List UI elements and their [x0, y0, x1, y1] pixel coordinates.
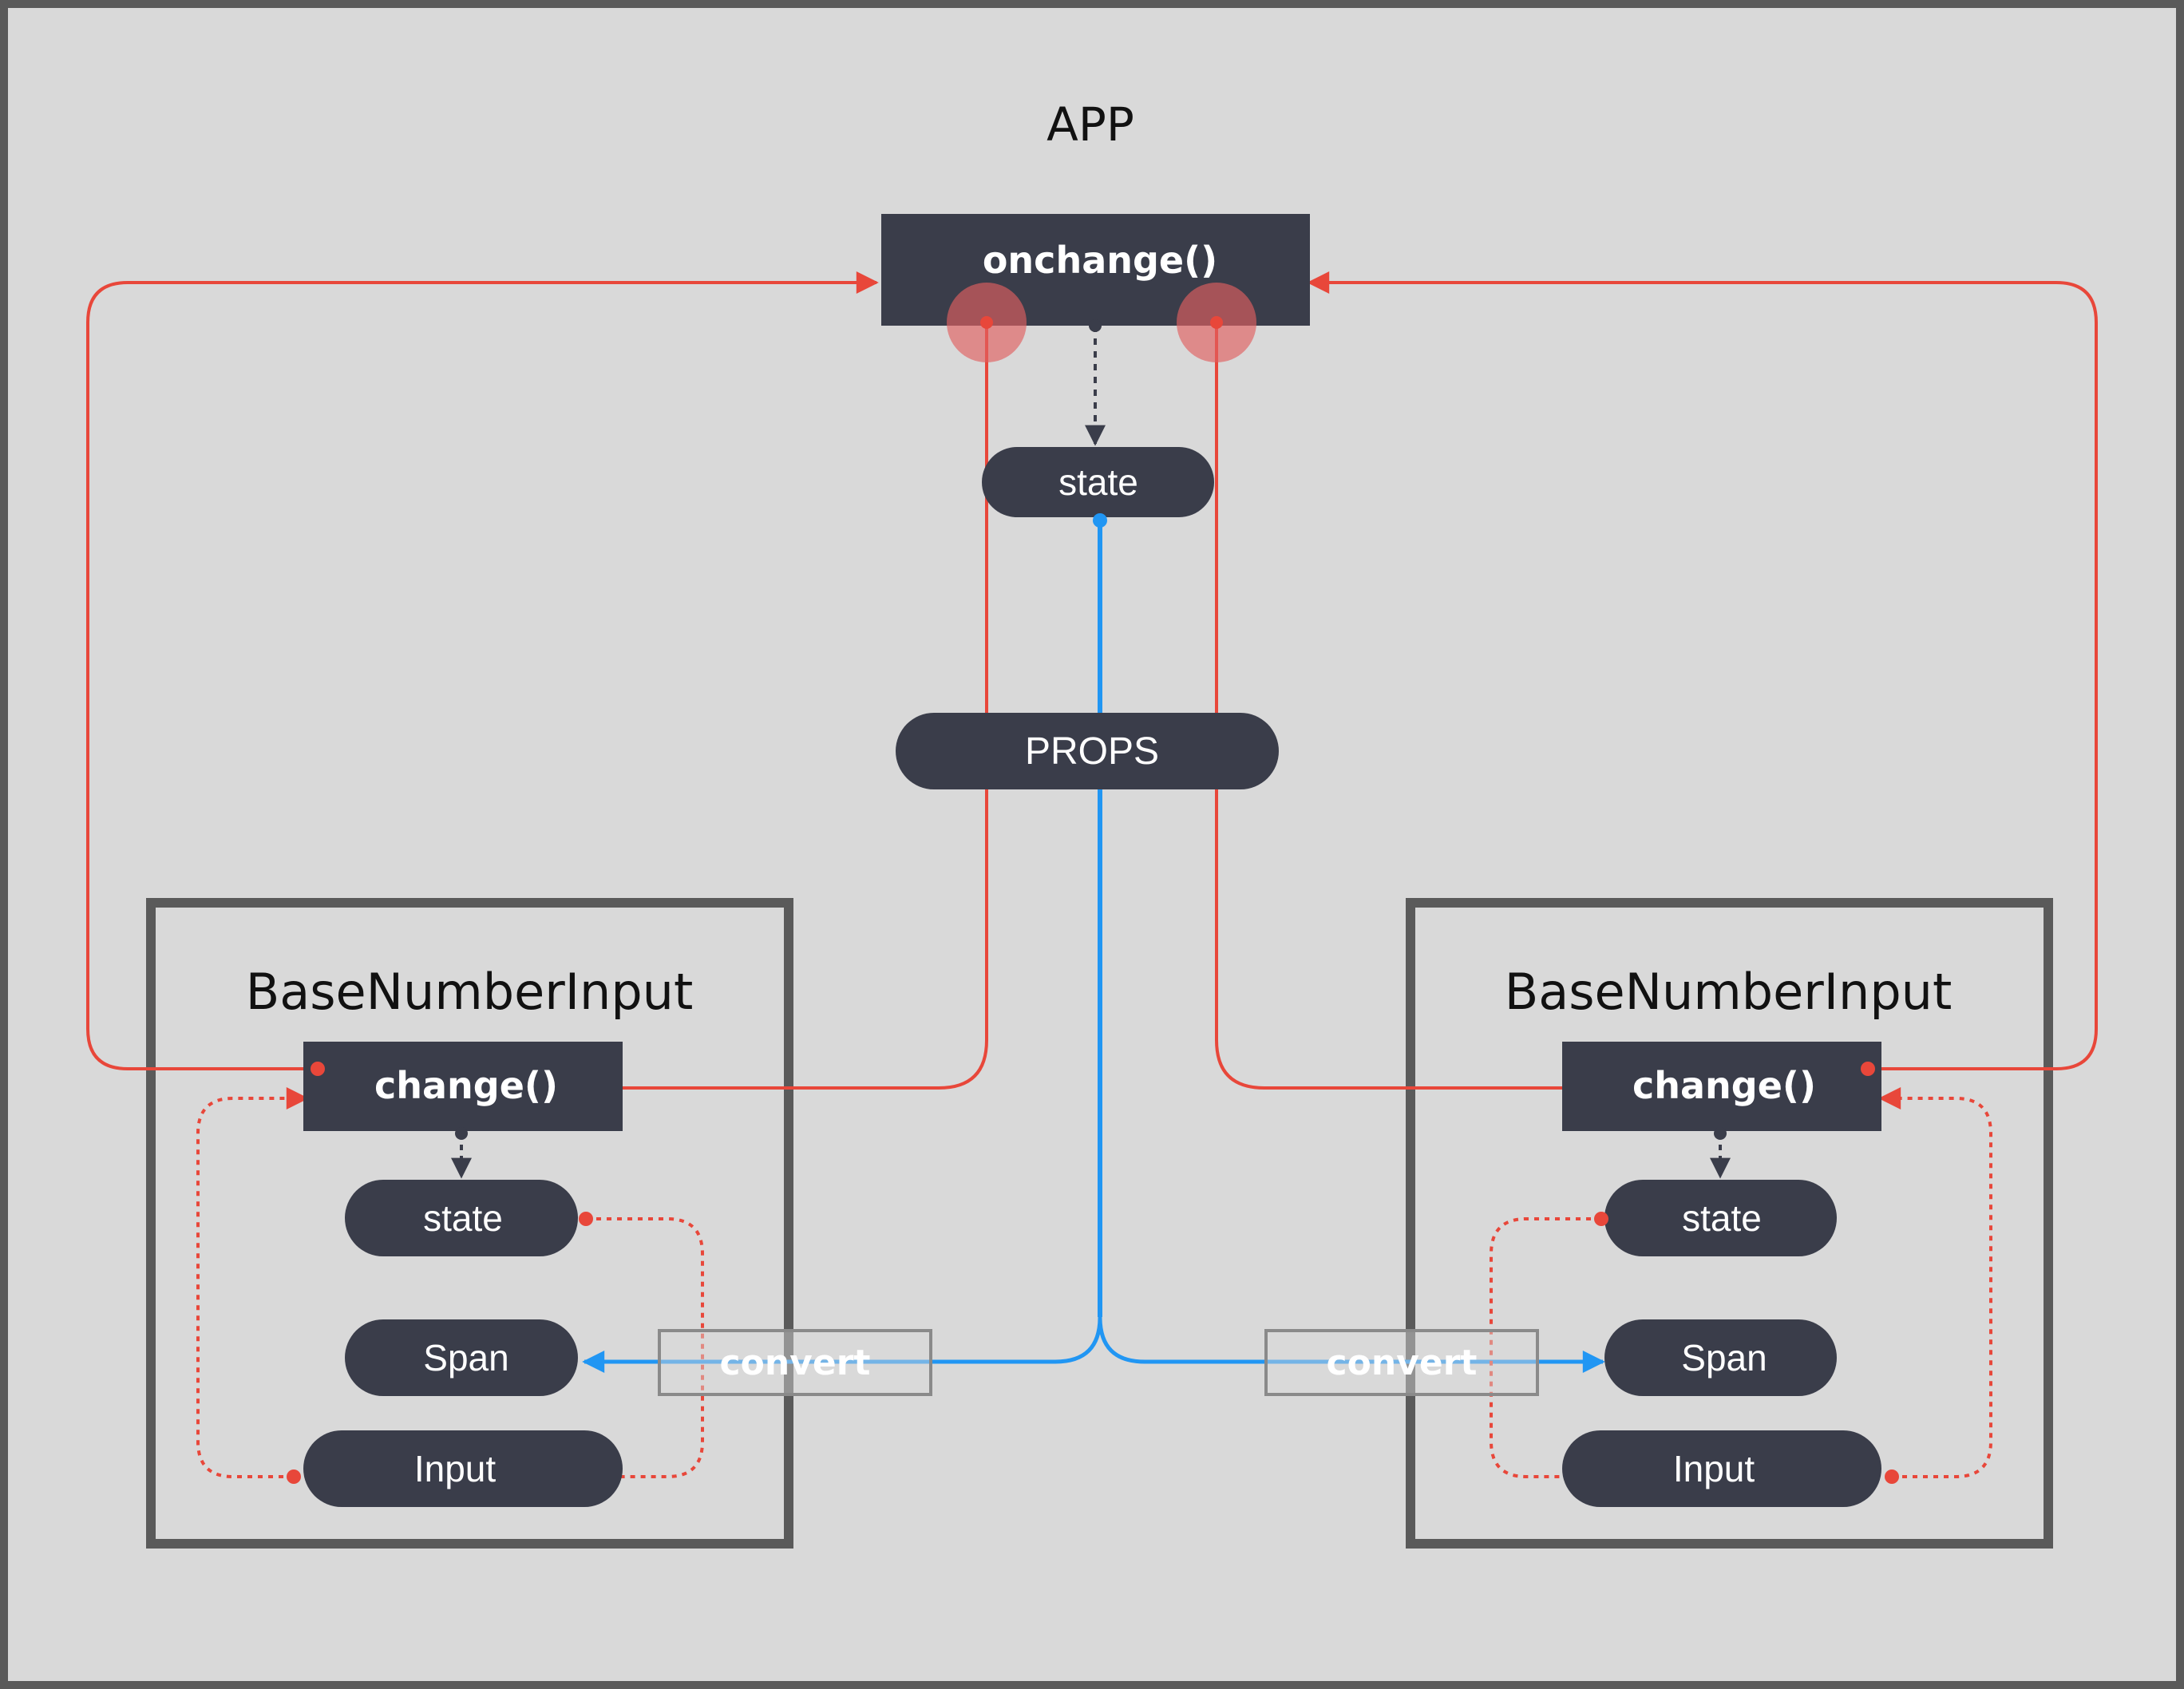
right-emit-dot	[1210, 316, 1223, 329]
left-state-label: state	[423, 1197, 503, 1239]
right-convert-box[interactable]	[1264, 1329, 1539, 1396]
left-state-input-loop	[569, 1217, 704, 1488]
left-component-title: BaseNumberInput	[246, 963, 694, 1021]
left-span-label: Span	[423, 1337, 508, 1378]
right-input-label: Input	[1673, 1448, 1755, 1489]
left-change-node[interactable]	[303, 1042, 623, 1131]
left-change-emit-dot	[311, 1062, 325, 1076]
left-change-label: change()	[374, 1064, 558, 1107]
right-change-emit-dot	[1861, 1062, 1875, 1076]
app-onchange-state-dot	[1089, 319, 1102, 332]
left-convert-label: convert	[720, 1343, 871, 1383]
right-component-title: BaseNumberInput	[1505, 963, 1953, 1021]
left-prop-callback-line	[548, 322, 988, 1099]
right-span-label: Span	[1681, 1337, 1767, 1378]
left-emit-dot	[980, 316, 993, 329]
left-component-frame	[146, 898, 793, 1549]
left-span-node[interactable]	[345, 1319, 578, 1396]
right-change-node[interactable]	[1562, 1042, 1881, 1131]
left-input-node[interactable]	[303, 1430, 623, 1507]
right-state-node[interactable]	[1604, 1180, 1837, 1256]
app-state-node[interactable]	[982, 447, 1214, 517]
props-node[interactable]	[896, 713, 1279, 789]
left-input-dot	[287, 1469, 301, 1484]
right-span-node[interactable]	[1604, 1319, 1837, 1396]
right-prop-callback-line	[1215, 322, 1639, 1099]
app-state-label: state	[1058, 461, 1138, 503]
left-input-change-loop	[196, 1087, 309, 1478]
right-emit-line	[1307, 271, 2098, 1070]
left-state-node[interactable]	[345, 1180, 578, 1256]
right-change-label: change()	[1632, 1064, 1816, 1107]
right-component-frame	[1406, 898, 2053, 1549]
right-state-label: state	[1682, 1197, 1762, 1239]
left-emit-line	[86, 271, 879, 1070]
left-convert-box[interactable]	[658, 1329, 932, 1396]
left-input-label: Input	[414, 1448, 497, 1489]
right-convert-line	[1098, 1316, 1605, 1373]
right-state-dot	[1594, 1212, 1608, 1226]
right-input-node[interactable]	[1562, 1430, 1881, 1507]
right-input-dot	[1885, 1469, 1899, 1484]
props-label: PROPS	[1025, 730, 1159, 773]
right-convert-label: convert	[1327, 1343, 1478, 1383]
app-onchange-label: onchange()	[983, 239, 1217, 282]
right-input-change-loop	[1878, 1087, 1992, 1478]
app-state-output-dot	[1093, 513, 1107, 528]
left-state-dot	[579, 1212, 593, 1226]
left-change-state-dot	[455, 1127, 468, 1140]
app-title: APP	[1046, 97, 1134, 152]
right-change-state-dot	[1714, 1127, 1727, 1140]
